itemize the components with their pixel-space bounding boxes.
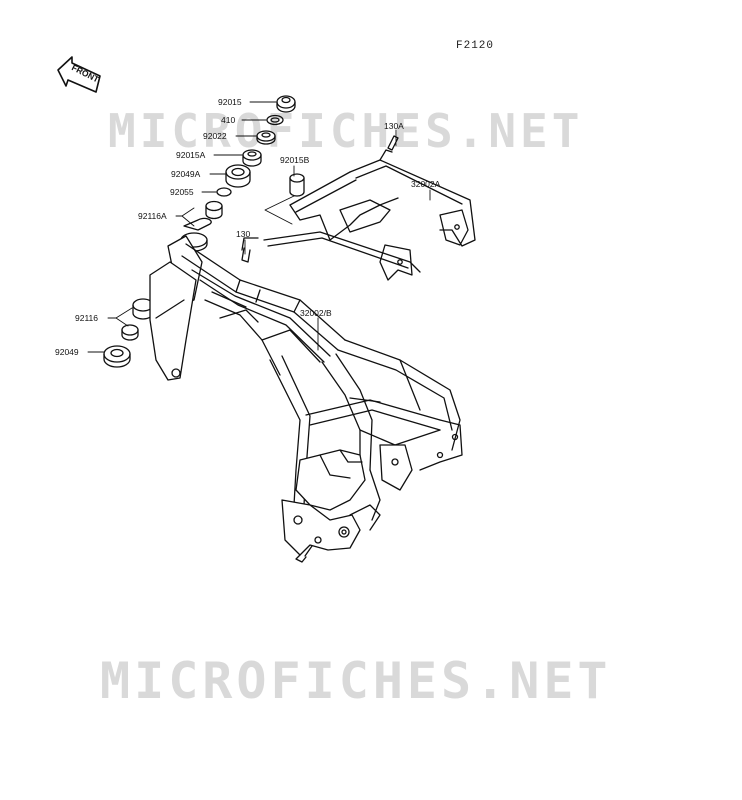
- steering-stack-parts: [180, 95, 305, 252]
- main-frame-32002b: [149, 235, 463, 563]
- callout-130a: 130A: [384, 121, 404, 131]
- figure-id: F2120: [456, 40, 495, 52]
- leader-lines: [87, 101, 431, 353]
- sub-frame-32002a: [241, 135, 476, 281]
- callout-410: 410: [221, 115, 236, 125]
- callout-32002a: 32002A: [411, 179, 441, 189]
- callout-92049a: 92049A: [171, 169, 201, 179]
- callout-92015a: 92015A: [176, 150, 206, 160]
- callout-92116: 92116: [75, 313, 99, 323]
- watermark-top: MICROFICHES.NET: [108, 104, 584, 158]
- watermark-bottom: MICROFICHES.NET: [100, 652, 612, 710]
- callout-92022: 92022: [203, 131, 227, 141]
- callout-92015: 92015: [218, 97, 242, 107]
- callout-92049: 92049: [55, 347, 79, 357]
- lower-bearing-parts: [103, 298, 154, 368]
- callout-92055: 92055: [170, 187, 194, 197]
- callout-92116a: 92116A: [138, 211, 167, 221]
- callout-130: 130: [236, 229, 251, 239]
- front-arrow-icon: FRONT: [57, 56, 101, 93]
- callout-92015b: 92015B: [280, 155, 310, 165]
- callout-32002b: 32002/B: [300, 308, 332, 318]
